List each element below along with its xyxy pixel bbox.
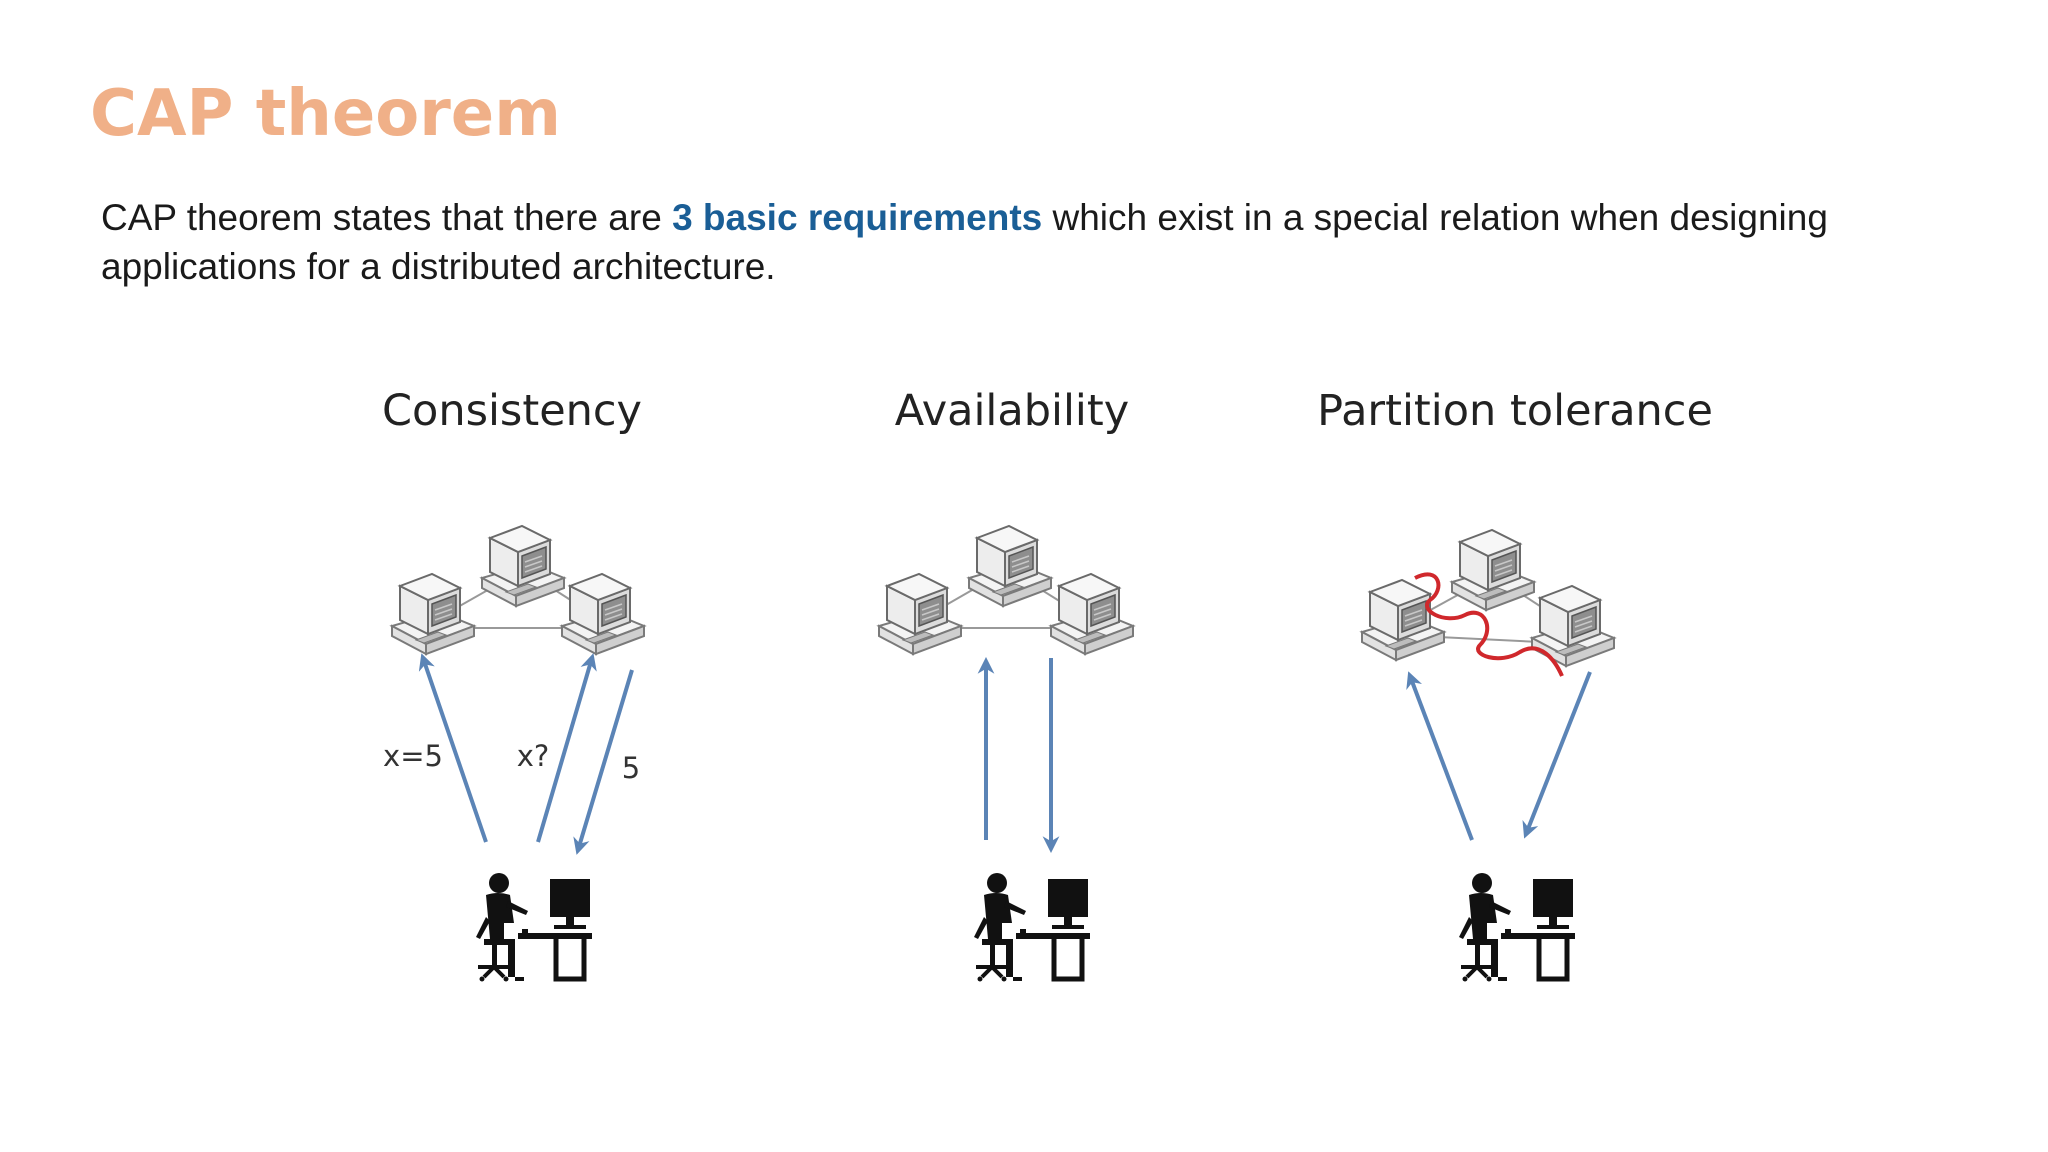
slide-title: CAP theorem: [90, 77, 561, 151]
server-icon: [391, 573, 475, 655]
panel-partition-tolerance: Partition tolerance: [1317, 386, 1713, 982]
server-icon: [1451, 529, 1535, 611]
panel-availability: Availability: [878, 386, 1134, 982]
arrow-read-request: [536, 653, 597, 843]
arrow-request: [1406, 671, 1474, 841]
panel-label-consistency: Consistency: [382, 386, 642, 436]
server-icon: [1361, 579, 1445, 661]
server-icon: [878, 573, 962, 655]
server-icon: [481, 525, 565, 607]
intro-text-after: which exist in a special relation when d…: [101, 197, 1828, 287]
arrow-label-write: x=5: [383, 739, 443, 773]
panel-consistency: Consistency x=5 x? 5: [382, 386, 645, 982]
intro-paragraph: CAP theorem states that there are 3 basi…: [101, 193, 1981, 291]
arrow-label-response: 5: [622, 751, 640, 785]
server-icon: [561, 573, 645, 655]
partition-line: [1414, 572, 1564, 677]
panel-label-availability: Availability: [895, 386, 1129, 436]
intro-text-before: CAP theorem states that there are: [101, 197, 673, 238]
server-icon: [1050, 573, 1134, 655]
user-at-workstation-icon: [974, 873, 1090, 982]
arrow-label-read: x?: [517, 739, 550, 773]
user-at-workstation-icon: [1459, 873, 1575, 982]
arrow-write: [418, 653, 488, 843]
arrow-response: [1522, 671, 1592, 839]
intro-highlight: 3 basic requirements: [672, 197, 1043, 238]
arrow-read-response: [573, 669, 634, 855]
server-icon: [968, 525, 1052, 607]
panel-label-partition-tolerance: Partition tolerance: [1317, 386, 1713, 436]
user-at-workstation-icon: [476, 873, 592, 982]
